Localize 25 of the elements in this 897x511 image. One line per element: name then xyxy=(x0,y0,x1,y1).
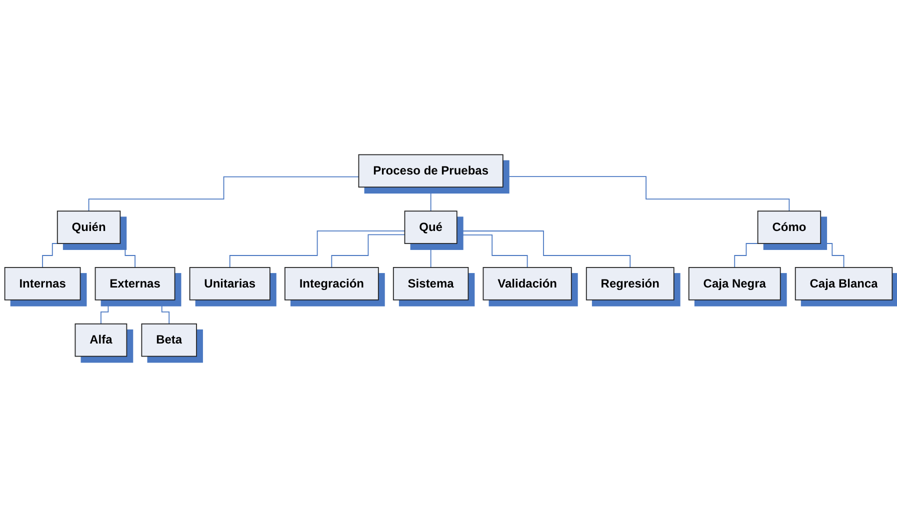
connector xyxy=(331,234,406,268)
connector xyxy=(456,230,631,268)
node-box: Caja Negra xyxy=(688,267,781,300)
node-box: Proceso de Pruebas xyxy=(358,154,504,188)
connector xyxy=(229,230,406,268)
connector xyxy=(502,176,790,212)
connector xyxy=(430,186,432,212)
node-box: Alfa xyxy=(74,323,128,357)
node-box: Integración xyxy=(284,267,379,300)
node-box: Unitarias xyxy=(189,267,270,300)
node-box: Validación xyxy=(482,267,572,300)
connector xyxy=(820,243,844,268)
node-box: Externas xyxy=(94,267,176,300)
node-box: Internas xyxy=(4,267,81,300)
connector xyxy=(734,243,758,268)
node-box: Regresión xyxy=(586,267,674,300)
node-box: Qué xyxy=(404,210,458,244)
connector xyxy=(456,234,528,268)
node-box: Caja Blanca xyxy=(794,267,893,300)
node-box: Cómo xyxy=(757,210,822,244)
node-box: Quién xyxy=(56,210,121,244)
node-box: Sistema xyxy=(392,267,469,300)
connector xyxy=(430,243,432,268)
node-box: Beta xyxy=(141,323,197,357)
connector xyxy=(88,176,360,212)
